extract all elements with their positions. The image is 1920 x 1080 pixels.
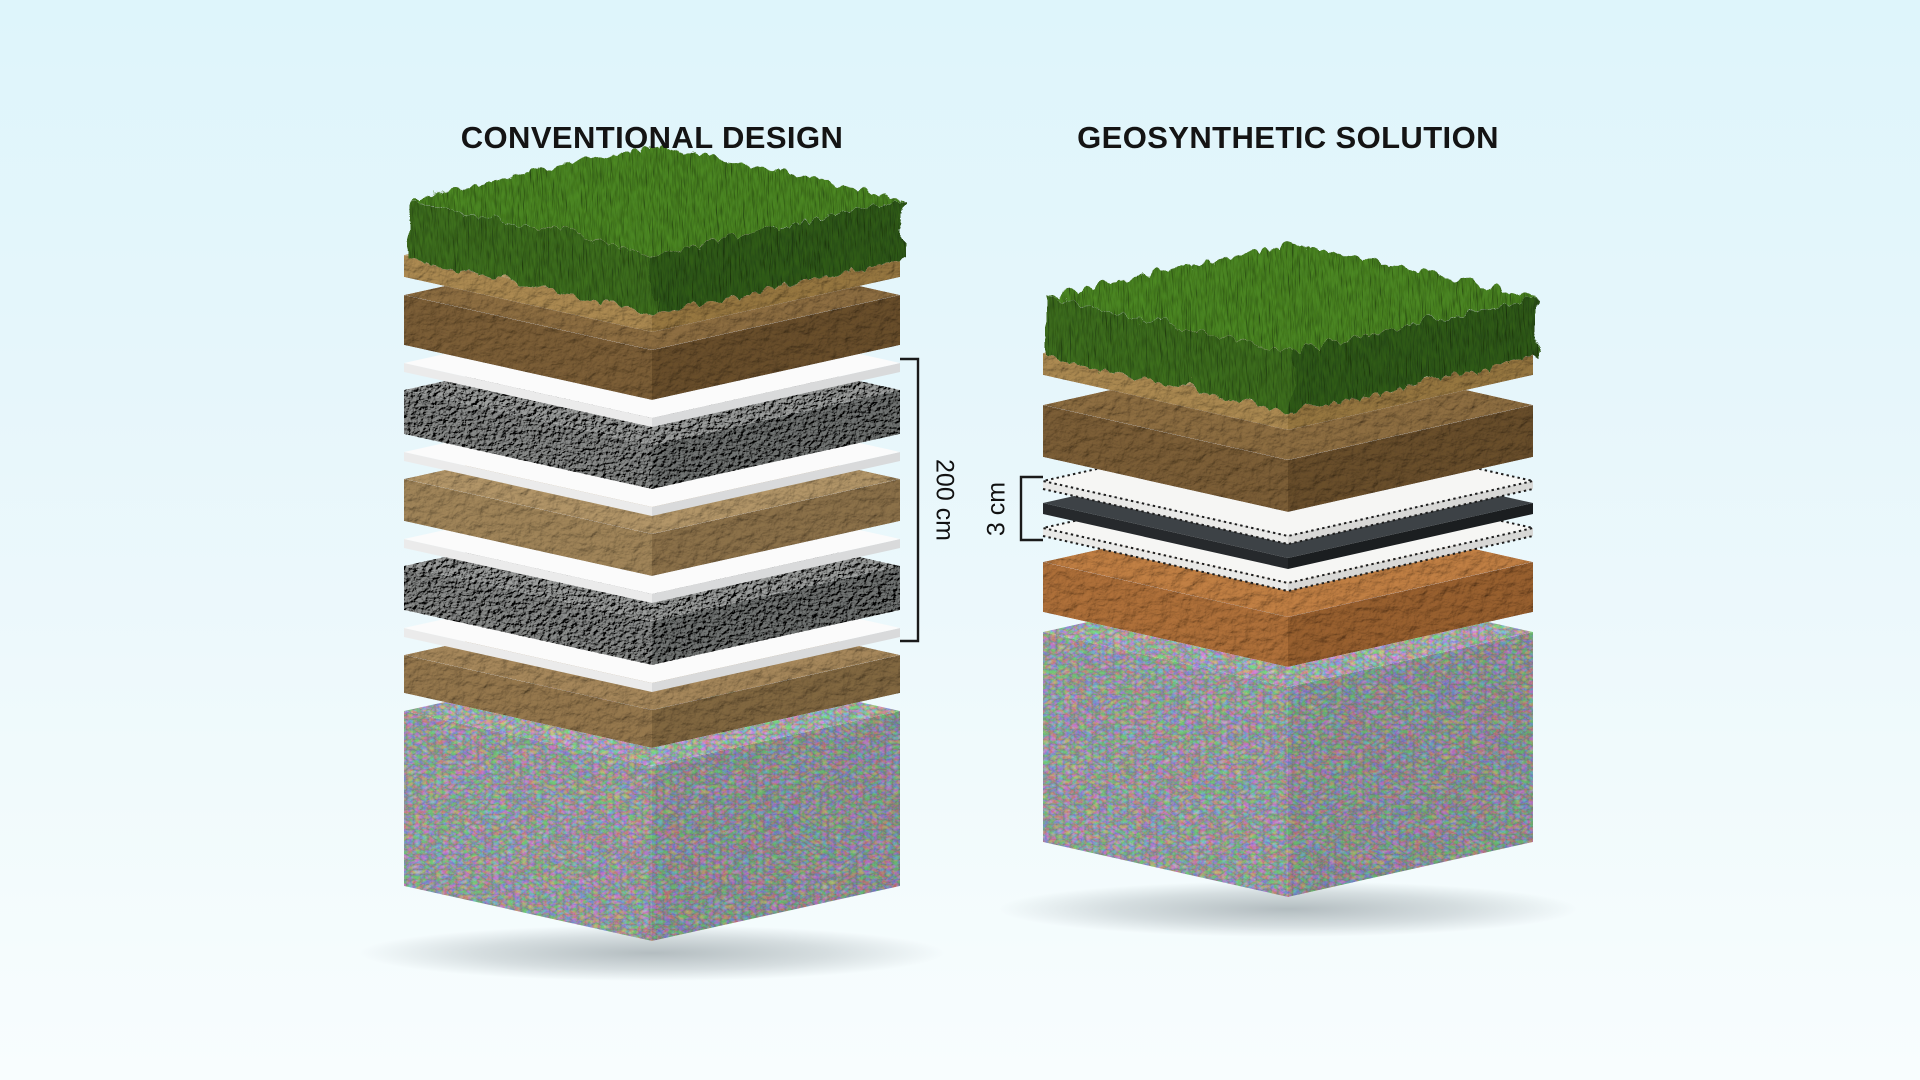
right-panel-title: GEOSYNTHETIC SOLUTION <box>1077 120 1499 155</box>
ground-shadow-left <box>359 925 945 981</box>
dimension-bracket-right <box>1019 475 1043 542</box>
dimension-bracket-left <box>900 357 920 643</box>
dimension-label-3cm: 3 cm <box>982 481 1011 536</box>
layer-left-grass-cover <box>404 140 900 310</box>
dimension-label-200cm: 200 cm <box>930 459 959 541</box>
left-panel-title: CONVENTIONAL DESIGN <box>460 120 844 155</box>
ground-shadow-right <box>998 881 1578 937</box>
layer-right-grass-cover <box>1043 238 1533 408</box>
